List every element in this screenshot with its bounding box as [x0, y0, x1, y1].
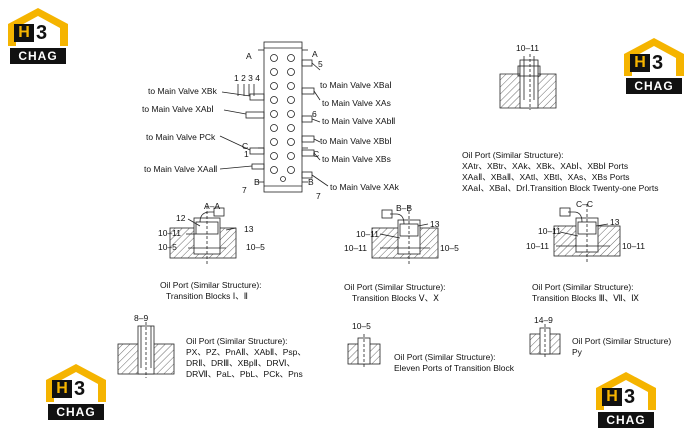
- brand-logo-top-right: H 3 CHAG: [622, 36, 686, 98]
- item-number-1: 1: [244, 149, 249, 159]
- logo-word: CHAG: [48, 404, 104, 420]
- section-a-caption: Oil Port (Similar Structure): Transition…: [160, 280, 262, 302]
- section-mark-c-right: C: [313, 149, 320, 159]
- logo-word: CHAG: [598, 412, 654, 428]
- port-14-9-label: 14–9: [534, 315, 553, 325]
- section-b-caption-title: Oil Port (Similar Structure):: [344, 282, 446, 292]
- block-port-circles: [270, 54, 295, 182]
- section-a-num-10-5-right: 10–5: [246, 242, 265, 252]
- roof-icon: [596, 372, 656, 410]
- section-b-num-10-11-b: 10–11: [344, 243, 368, 253]
- section-mark-a-right: A: [312, 49, 318, 59]
- oil-port-note-line-3: XAaⅠ、XBaⅠ、DrⅠ.Transition Block Twenty-on…: [462, 183, 659, 193]
- section-a-caption-body: Transition Blocks Ⅰ、Ⅱ: [166, 291, 248, 301]
- section-b-num-13: 13: [430, 219, 440, 229]
- port-8-9-title: Oil Port (Similar Structure):: [186, 336, 288, 346]
- section-c-caption: Oil Port (Similar Structure): Transition…: [532, 282, 639, 304]
- logo-letter: H: [602, 388, 622, 406]
- logo-letter: H: [14, 24, 34, 42]
- section-b-b-drawing: [371, 206, 439, 264]
- section-a-num-13: 13: [244, 224, 254, 234]
- roof-icon: [8, 8, 68, 46]
- roof-icon: [624, 38, 684, 76]
- brand-logo-bottom-left: H 3 CHAG: [44, 362, 108, 424]
- port-8-9-label: 8–9: [134, 313, 149, 323]
- section-a-num-12: 12: [176, 213, 186, 223]
- section-a-title: A–A: [204, 201, 221, 211]
- section-b-caption: Oil Port (Similar Structure): Transition…: [344, 282, 446, 304]
- port-8-9-drawing: [117, 322, 175, 378]
- label-xbk: to Main Valve XBk: [148, 86, 217, 96]
- port-10-5-drawing: [347, 334, 381, 368]
- label-xbb1: to Main Valve XBbⅠ: [320, 136, 392, 146]
- port-14-9-title: Oil Port (Similar Structure): [572, 336, 672, 346]
- item-numbers-1-4: 1 2 3 4: [234, 73, 260, 83]
- section-a-a-drawing: [169, 206, 237, 264]
- port-14-9-body: Py: [572, 347, 582, 357]
- logo-letter: H: [630, 54, 650, 72]
- logo-digit: 3: [624, 386, 636, 408]
- oil-port-note: Oil Port (Similar Structure): XAtr、XBtr、…: [462, 150, 658, 194]
- section-c-num-13: 13: [610, 217, 620, 227]
- brand-logo-bottom-right: H 3 CHAG: [594, 370, 658, 432]
- section-mark-b-left: B: [254, 177, 260, 187]
- section-mark-a-left: A: [246, 51, 252, 61]
- label-xab1: to Main Valve XAbⅠ: [142, 104, 214, 114]
- item-number-7-right: 7: [316, 191, 321, 201]
- section-b-title: B–B: [396, 203, 413, 213]
- logo-digit: 3: [652, 52, 664, 74]
- section-b-num-10-5: 10–5: [440, 243, 459, 253]
- section-mark-b-right: B: [308, 177, 314, 187]
- item-number-5: 5: [318, 59, 323, 69]
- label-xbs: to Main Valve XBs: [322, 154, 391, 164]
- section-b-num-10-11: 10–11: [356, 229, 380, 239]
- section-c-c-drawing: [553, 204, 621, 262]
- main-block-body: [263, 41, 303, 193]
- logo-digit: 3: [36, 22, 48, 44]
- roof-icon: [46, 364, 106, 402]
- port-14-9-caption: Oil Port (Similar Structure) Py: [572, 336, 671, 358]
- section-a-caption-title: Oil Port (Similar Structure):: [160, 280, 262, 290]
- logo-letter: H: [52, 380, 72, 398]
- section-c-title: C–C: [576, 199, 594, 209]
- port-8-9-line-2: DRⅡ、DRⅢ、XBpⅡ、DRⅥ、: [186, 358, 295, 368]
- label-xak: to Main Valve XAk: [330, 182, 399, 192]
- section-c-num-10-11-b: 10–11: [526, 241, 550, 251]
- port-8-9-line-1: PX、PZ、PnAⅡ、XAbⅡ、Psp、: [186, 347, 306, 357]
- oil-port-note-line-2: XAaⅡ、XBaⅡ、XAtl、XBtl、XAs、XBs Ports: [462, 172, 630, 182]
- port-8-9-line-3: DRⅦ、PaL、PbL、PCk、Pns: [186, 369, 303, 379]
- item-number-6: 6: [312, 109, 317, 119]
- oil-port-note-line-1: XAtr、XBtr、XAk、XBk、XAbⅠ、XBbⅠ Ports: [462, 161, 629, 171]
- label-xab2: to Main Valve XAbⅡ: [322, 116, 396, 126]
- label-xba1: to Main Valve XBaⅠ: [320, 80, 392, 90]
- port-14-9-drawing: [529, 324, 561, 358]
- port-10-5-title: Oil Port (Similar Structure):: [394, 352, 496, 362]
- port-10-5-body: Eleven Ports of Transition Block: [394, 363, 515, 373]
- brand-logo-top-left: H 3 CHAG: [6, 6, 70, 68]
- label-xaa2: to Main Valve XAaⅡ: [144, 164, 218, 174]
- label-xas: to Main Valve XAs: [322, 98, 391, 108]
- logo-word: CHAG: [10, 48, 66, 64]
- section-c-num-10-11: 10–11: [538, 226, 562, 236]
- section-a-num-10-5-left: 10–5: [158, 242, 177, 252]
- section-c-caption-body: Transition Blocks Ⅲ、Ⅶ、Ⅸ: [532, 293, 639, 303]
- detail-label-10-11: 10–11: [516, 43, 540, 53]
- section-mark-c-left: C: [242, 141, 249, 151]
- section-a-num-10-11: 10–11: [158, 228, 182, 238]
- section-c-caption-title: Oil Port (Similar Structure):: [532, 282, 634, 292]
- label-pck: to Main Valve PCk: [146, 132, 216, 142]
- logo-word: CHAG: [626, 78, 682, 94]
- section-b-caption-body: Transition Blocks Ⅴ、Ⅹ: [352, 293, 439, 303]
- oil-port-note-title: Oil Port (Similar Structure):: [462, 150, 564, 160]
- port-10-5-caption: Oil Port (Similar Structure): Eleven Por…: [394, 352, 514, 374]
- port-10-5-label: 10–5: [352, 321, 371, 331]
- item-number-7-left: 7: [242, 185, 247, 195]
- section-c-num-10-11-c: 10–11: [622, 241, 646, 251]
- port-8-9-caption: Oil Port (Similar Structure): PX、PZ、PnAⅡ…: [186, 336, 306, 380]
- logo-digit: 3: [74, 378, 86, 400]
